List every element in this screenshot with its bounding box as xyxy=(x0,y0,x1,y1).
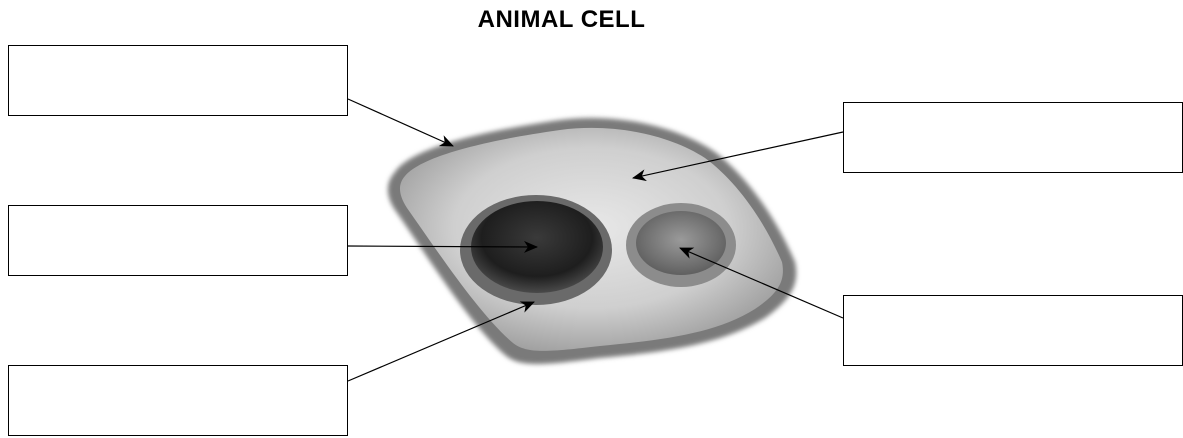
label-box-bottom-right[interactable] xyxy=(843,295,1183,366)
label-box-bottom-left[interactable] xyxy=(8,365,348,436)
label-box-top-right[interactable] xyxy=(843,102,1183,173)
label-box-middle-left[interactable] xyxy=(8,205,348,276)
animal-cell xyxy=(388,118,796,364)
label-box-top-left[interactable] xyxy=(8,45,348,116)
pointer-line-cell-membrane xyxy=(348,99,453,146)
vacuole xyxy=(636,211,726,275)
